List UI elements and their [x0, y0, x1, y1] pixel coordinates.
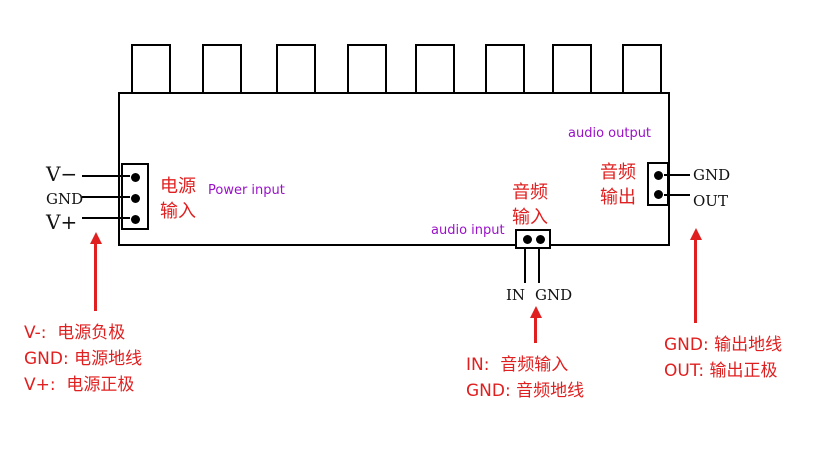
audio-in-legend-line-1: IN: 音频输入	[466, 355, 569, 375]
audio-input-header	[515, 229, 551, 249]
power-pin-gnd	[131, 194, 140, 203]
audio-in-legend-line-2: GND: 音频地线	[466, 381, 585, 401]
heatsink-tab-1	[131, 44, 171, 92]
audio-in-arrow-head	[530, 306, 542, 318]
power-arrow-head	[90, 232, 102, 244]
audio-out-pin-label-gnd: GND	[693, 166, 731, 184]
audio-out-label-cn-1: 音频	[600, 162, 636, 183]
power-label-cn-1: 电源	[160, 176, 196, 197]
heatsink-tab-7	[552, 44, 592, 92]
audio-out-pin-out	[654, 190, 663, 199]
audio-out-label-cn-2: 输出	[600, 187, 636, 208]
audio-out-legend-line-2: OUT: 输出正极	[664, 361, 778, 381]
audio-out-arrow-head	[690, 228, 702, 240]
audio-in-label-cn-2: 输入	[512, 207, 548, 228]
audio-out-lead-out	[664, 194, 690, 196]
audio-out-pin-label-out: OUT	[693, 192, 728, 210]
power-pin-vminus	[131, 173, 140, 182]
audio-output-header	[647, 162, 669, 206]
audio-out-label-en: audio output	[568, 126, 652, 141]
heatsink-tab-6	[485, 44, 525, 92]
power-legend-line-1: V-: 电源负极	[24, 323, 126, 343]
audio-out-pin-gnd	[654, 171, 663, 180]
audio-in-label-cn-1: 音频	[512, 182, 548, 203]
power-label-en: Power input	[208, 183, 285, 198]
heatsink-tab-5	[415, 44, 455, 92]
power-pin-vplus	[131, 215, 140, 224]
audio-out-legend-line-1: GND: 输出地线	[664, 335, 783, 355]
power-label-cn-2: 输入	[160, 201, 196, 222]
audio-in-arrow-line	[534, 317, 537, 343]
audio-in-pin-gnd	[536, 235, 545, 244]
audio-in-pin-label-gnd: GND	[535, 286, 573, 304]
amplifier-board	[118, 92, 670, 246]
audio-out-arrow-line	[694, 239, 697, 323]
power-pin-label-gnd: GND	[46, 190, 84, 208]
power-lead-vminus	[82, 175, 130, 177]
audio-in-label-en: audio input	[431, 223, 505, 238]
heatsink-tab-2	[202, 44, 242, 92]
power-legend-line-2: GND: 电源地线	[24, 349, 143, 369]
power-arrow-line	[94, 243, 97, 311]
audio-out-lead-gnd	[664, 174, 690, 176]
power-pin-label-vplus: V+	[46, 210, 78, 234]
power-lead-vplus	[82, 217, 130, 219]
audio-in-pin-in	[523, 235, 532, 244]
audio-in-lead-in	[524, 249, 526, 283]
power-lead-gnd	[82, 196, 130, 198]
audio-in-lead-gnd	[538, 249, 540, 283]
heatsink-tab-8	[622, 44, 662, 92]
audio-in-pin-label-in: IN	[506, 286, 526, 304]
power-pin-label-vminus: V−	[46, 162, 78, 186]
power-legend-line-3: V+: 电源正极	[24, 375, 135, 395]
heatsink-tab-3	[276, 44, 316, 92]
heatsink-tab-4	[347, 44, 387, 92]
